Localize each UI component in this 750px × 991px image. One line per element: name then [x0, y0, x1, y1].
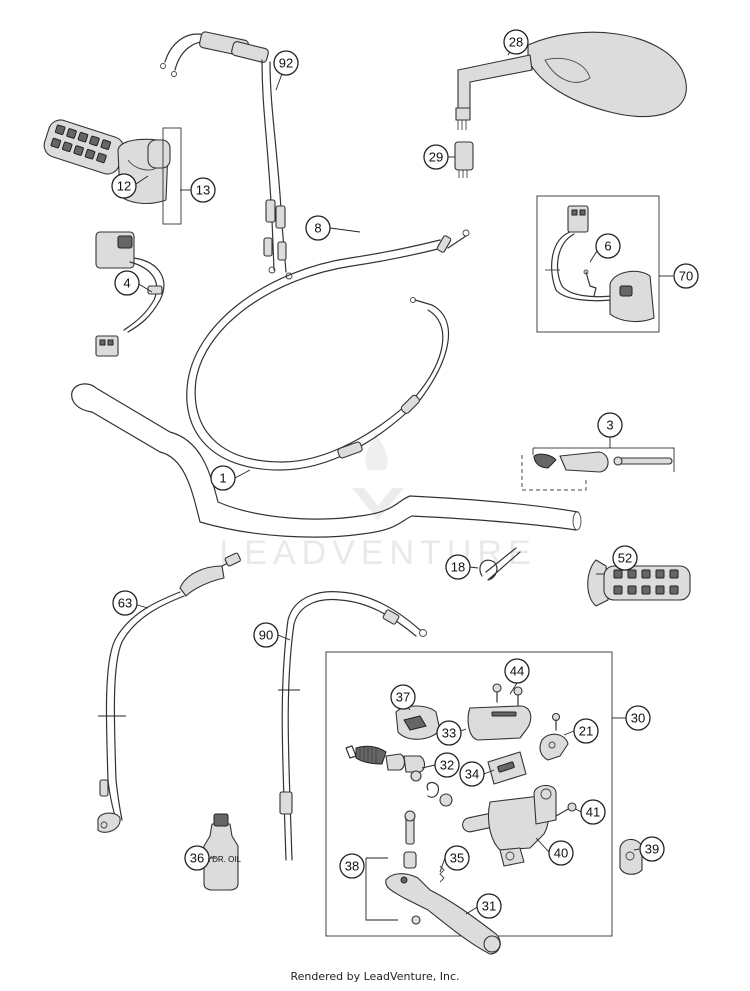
bar-end-part[interactable]: [533, 451, 673, 473]
callout-label: 29: [429, 150, 443, 165]
cable-part[interactable]: [186, 229, 470, 471]
clutch-hose-part[interactable]: [97, 552, 241, 833]
clutch-lever-part[interactable]: [385, 873, 501, 955]
callout-label: 38: [345, 859, 359, 874]
hydraulic-oil-bottle-part[interactable]: HYDR. OIL: [201, 813, 242, 891]
switch-assembly-box: [536, 195, 660, 333]
callout-label: 39: [645, 842, 659, 857]
callout-label: 40: [554, 846, 568, 861]
callout-37: 37: [390, 684, 416, 710]
callout-label: 52: [618, 551, 632, 566]
callout-34: 34: [459, 761, 485, 787]
mirror-adapter-part[interactable]: [454, 141, 474, 178]
callout-8: 8: [305, 215, 331, 241]
callout-6: 6: [595, 233, 621, 259]
leadventure-watermark: LEADVENTURE: [219, 432, 536, 572]
callout-label: 21: [579, 724, 593, 739]
callout-92: 92: [273, 50, 299, 76]
callout-40: 40: [548, 840, 574, 866]
switch-assembly-part[interactable]: [545, 205, 655, 323]
callout-12: 12: [111, 173, 137, 199]
callout-30: 30: [625, 705, 651, 731]
callout-label: 1: [219, 471, 226, 486]
left-grip-part[interactable]: [587, 559, 691, 607]
callout-39: 39: [639, 836, 665, 862]
callout-label: 33: [442, 726, 456, 741]
callout-label: 28: [509, 35, 523, 50]
callout-label: 6: [604, 239, 611, 254]
clutch-cable-part[interactable]: [278, 591, 427, 861]
cylinder-cap-part[interactable]: [395, 705, 441, 740]
bottle-label: HYDR. OIL: [201, 855, 242, 864]
callout-35: 35: [444, 845, 470, 871]
callout-label: 63: [118, 596, 132, 611]
handlebar-part[interactable]: [71, 383, 582, 538]
callout-label: 8: [314, 221, 321, 236]
callout-13: 13: [190, 177, 216, 203]
callout-label: 92: [279, 56, 293, 71]
callout-label: 31: [482, 899, 496, 914]
callout-90: 90: [253, 622, 279, 648]
callout-38: 38: [339, 853, 365, 879]
callout-70: 70: [673, 263, 699, 289]
lever-bracket-part[interactable]: [539, 712, 569, 761]
callout-label: 34: [465, 767, 479, 782]
callout-1: 1: [210, 465, 236, 491]
reservoir-cover-part[interactable]: [467, 705, 532, 741]
callout-label: 30: [631, 711, 645, 726]
callout-31: 31: [476, 893, 502, 919]
bar-end-box: [521, 436, 675, 491]
throttle-cables-part[interactable]: [160, 31, 293, 280]
callout-3: 3: [597, 412, 623, 438]
callout-label: 4: [123, 276, 130, 291]
callout-41: 41: [580, 799, 606, 825]
callout-label: 35: [450, 851, 464, 866]
callout-63: 63: [112, 590, 138, 616]
reservoir-screws-part[interactable]: [492, 683, 523, 706]
callout-label: 90: [259, 628, 273, 643]
piston-set-part[interactable]: [345, 745, 453, 807]
callout-28: 28: [503, 29, 529, 55]
callout-36: 36: [184, 845, 210, 871]
clutch-master-cylinder-box: [325, 651, 626, 937]
master-cylinder-body-part[interactable]: [461, 784, 557, 867]
callout-label: 32: [440, 758, 454, 773]
bracket-screw-part[interactable]: [555, 802, 577, 817]
callout-21: 21: [573, 718, 599, 744]
callout-4: 4: [114, 270, 140, 296]
callout-44: 44: [504, 658, 530, 684]
callout-label: 70: [679, 269, 693, 284]
callout-label: 36: [190, 851, 204, 866]
callout-18: 18: [445, 554, 471, 580]
watermark-text: LEADVENTURE: [219, 534, 536, 572]
callout-label: 3: [606, 418, 613, 433]
throttle-grip-part[interactable]: [41, 117, 127, 177]
handlebar-clamp-part[interactable]: [619, 838, 643, 875]
pivot-bolt-part[interactable]: [365, 810, 417, 921]
kill-switch-part[interactable]: [95, 231, 165, 357]
callout-33: 33: [436, 720, 462, 746]
callout-label: 41: [586, 805, 600, 820]
diaphragm-part[interactable]: [487, 751, 527, 785]
footer-credit: Rendered by LeadVenture, Inc.: [290, 970, 460, 983]
callout-29: 29: [423, 144, 449, 170]
callout-label: 12: [117, 179, 131, 194]
callout-32: 32: [434, 752, 460, 778]
callout-label: 18: [451, 560, 465, 575]
switch-clip-part[interactable]: [583, 269, 597, 297]
mirror-part[interactable]: [455, 31, 687, 130]
callout-label: 44: [510, 664, 524, 679]
lever-spring-part[interactable]: [439, 865, 445, 883]
callout-label: 13: [196, 183, 210, 198]
cable-tie-part[interactable]: [479, 547, 521, 581]
callout-52: 52: [612, 545, 638, 571]
callout-label: 37: [396, 690, 410, 705]
